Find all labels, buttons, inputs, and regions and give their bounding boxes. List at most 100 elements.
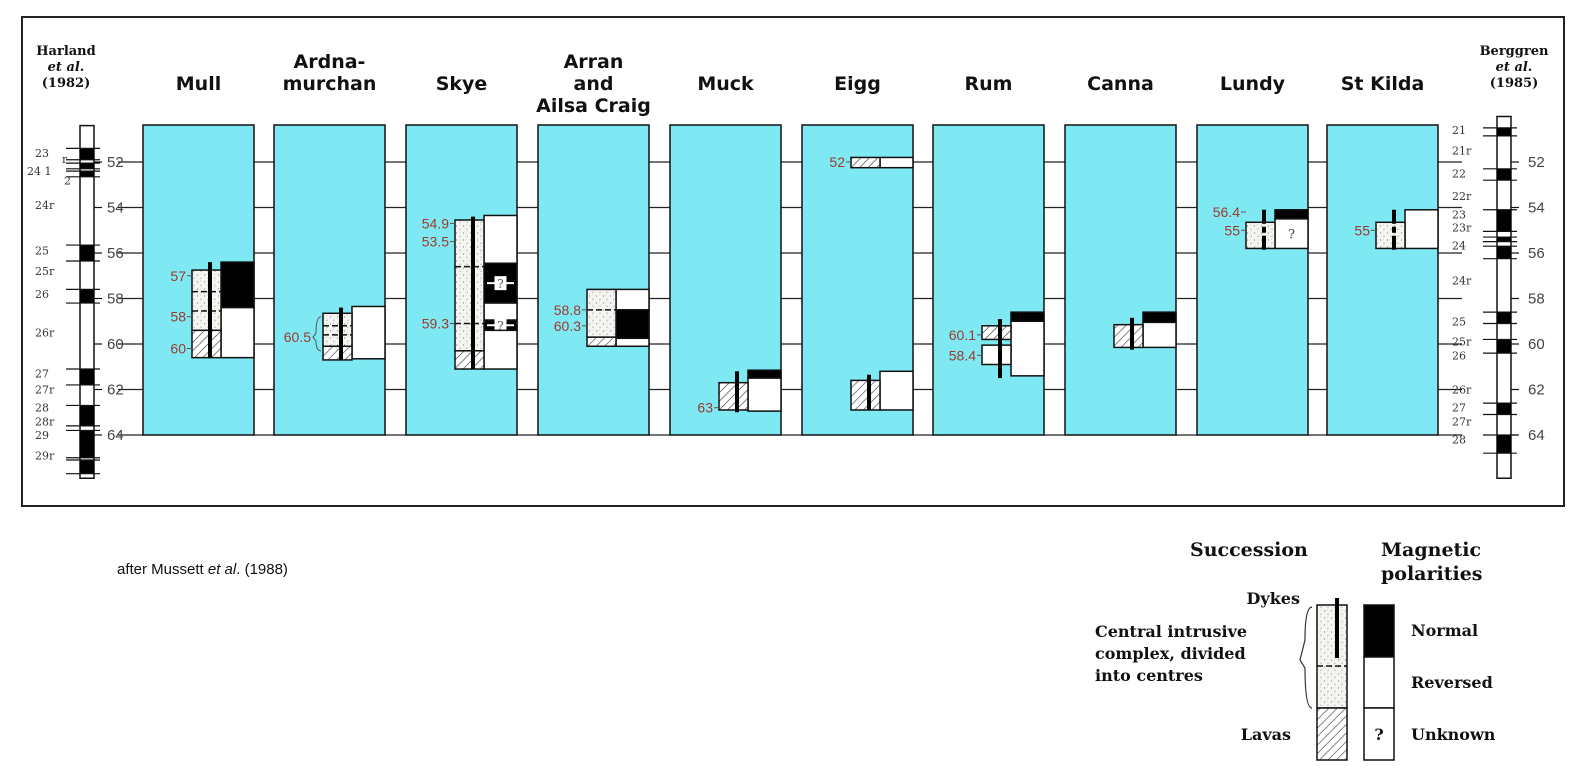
radiometric-age-label: 58.8 — [554, 302, 581, 318]
polarity-reversed — [1142, 321, 1177, 349]
radiometric-age-label: 63 — [697, 400, 713, 416]
normal-chron-block — [1497, 339, 1511, 354]
succession-lavas — [850, 379, 881, 411]
legend-unknown-mark: ? — [1374, 725, 1383, 744]
normal-chron-block — [1497, 237, 1511, 242]
chron-label: 26r — [35, 327, 55, 340]
axis-tick-label: 56 — [107, 245, 124, 262]
polarity-reversed — [615, 288, 650, 311]
island-name: Ailsa Craig — [536, 95, 651, 117]
chron-label: 22 — [1452, 167, 1466, 180]
polarity-reversed — [483, 214, 518, 264]
island-name: Ardna- — [294, 51, 366, 73]
radiometric-age-label: 58 — [170, 309, 186, 325]
legend-lavas-swatch — [1316, 707, 1348, 761]
polarity-normal — [747, 369, 782, 379]
legend-polarity-title: Magnetic — [1381, 539, 1481, 561]
island-name: Rum — [965, 73, 1013, 95]
island-panel-lundy: Lundy?56.455 — [1196, 73, 1309, 436]
succession-lavas — [454, 350, 485, 370]
chron-label: r — [62, 153, 68, 166]
island-name: Canna — [1087, 73, 1154, 95]
polarity-normal — [1274, 209, 1309, 220]
chron-label: 29r — [35, 449, 55, 462]
legend-reversed-swatch — [1363, 656, 1395, 709]
succession-central-complex — [191, 269, 222, 332]
island-name: Lundy — [1220, 73, 1286, 95]
source-caption: after Mussett et al. (1988) — [117, 561, 288, 578]
polarity-reversed — [351, 305, 386, 360]
legend-lavas-label: Lavas — [1241, 725, 1291, 744]
chron-label: 28r — [35, 415, 55, 428]
island-panel-background — [1064, 124, 1177, 436]
legend-unknown-swatch — [1363, 707, 1395, 761]
chron-label: 25r — [35, 265, 55, 278]
normal-chron-block — [1497, 209, 1511, 232]
left_scale-reference-line: Harland — [36, 44, 95, 59]
chron-label: 22r — [1452, 190, 1472, 203]
succession-central-complex — [586, 288, 617, 338]
normal-chron-block — [1497, 403, 1511, 415]
succession-lavas — [1113, 323, 1144, 349]
unknown-marker: ? — [497, 319, 503, 333]
succession-lavas — [191, 329, 222, 359]
legend-reversed-label: Reversed — [1411, 673, 1493, 692]
island-panel-background — [537, 124, 650, 436]
normal-chron-block — [80, 171, 94, 177]
radiometric-age-label: 55 — [1224, 222, 1240, 238]
age-brace — [312, 316, 322, 352]
succession-central-complex — [1375, 221, 1406, 250]
island-name: Mull — [176, 73, 221, 95]
normal-chron-block — [1497, 168, 1511, 181]
island-name: Eigg — [834, 73, 881, 95]
chron-label: 26 — [35, 288, 49, 301]
succession-lavas — [981, 325, 1012, 341]
polarity-normal — [1010, 311, 1045, 322]
chron-label: 25r — [1452, 336, 1472, 349]
chron-label: 24r — [1452, 274, 1472, 287]
figure-frame — [21, 16, 1565, 507]
axis-tick-label: 58 — [107, 291, 124, 308]
legend-unknown-label: Unknown — [1411, 725, 1496, 744]
unknown-marker-bg — [494, 318, 507, 333]
chron-label: 26 — [1452, 349, 1466, 362]
axis-tick-label: 60 — [1528, 336, 1545, 353]
chron-label: 29 — [35, 429, 49, 442]
axis-tick-label: 54 — [107, 200, 124, 217]
island-name: St Kilda — [1341, 73, 1425, 95]
legend-central-complex-label: complex, divided — [1095, 644, 1246, 663]
axis-tick-label: 62 — [107, 382, 124, 399]
chron-label: 26r — [1452, 384, 1472, 397]
chron-label: 28 — [35, 402, 49, 415]
chron-label: 23 — [35, 147, 49, 160]
polarity-unknown — [1274, 218, 1309, 250]
normal-chron-block — [80, 163, 94, 169]
island-panel-background — [1196, 124, 1309, 436]
normal-chron-block — [80, 405, 94, 426]
axis-tick-label: 58 — [1528, 291, 1545, 308]
succession-lavas — [586, 336, 617, 348]
island-panel-skye: Skye??54.953.559.3 — [405, 73, 518, 436]
island-panel-canna: Canna — [1064, 73, 1177, 436]
polarity-normal — [220, 261, 255, 309]
legend-normal-swatch — [1363, 604, 1395, 658]
legend-dykes-label: Dykes — [1247, 589, 1300, 608]
right_scale-reference-line: (1985) — [1490, 76, 1538, 91]
radiometric-age-label: 58.4 — [949, 347, 976, 363]
polarity-reversed — [483, 302, 518, 321]
legend-polarity-title: polarities — [1381, 563, 1483, 585]
normal-chron-block — [80, 289, 94, 304]
legend-brace — [1299, 606, 1313, 709]
legend-central-complex-label: into centres — [1095, 666, 1203, 685]
radiometric-age-label: 60 — [170, 341, 186, 357]
polarity-reversed — [879, 370, 914, 411]
succession-lavas — [850, 156, 881, 169]
chron-label: 23r — [1452, 221, 1472, 234]
axis-tick-label: 54 — [1528, 200, 1545, 217]
axis-tick-label: 52 — [107, 154, 124, 171]
